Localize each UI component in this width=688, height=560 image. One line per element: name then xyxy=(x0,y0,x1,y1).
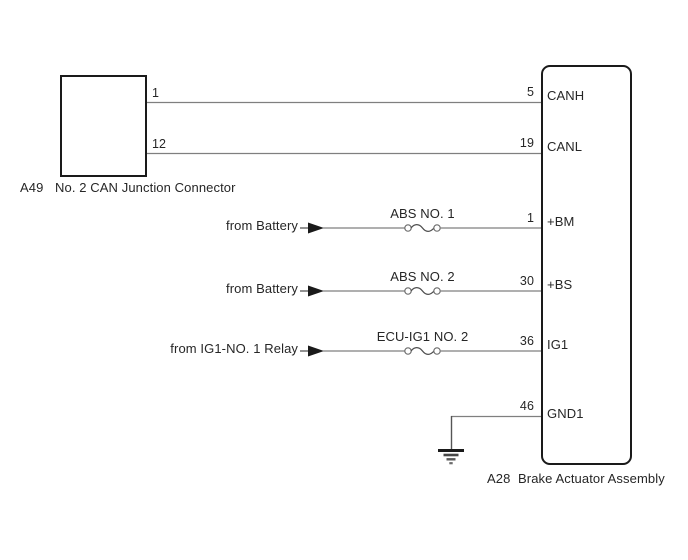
fuse-icon xyxy=(404,223,441,233)
a28-pin-number: 5 xyxy=(526,85,534,99)
right-arrow-icon xyxy=(308,345,324,357)
a28-name: Brake Actuator Assembly xyxy=(518,471,665,486)
bm-wire-group xyxy=(300,222,541,234)
a49-code: A49 xyxy=(20,180,44,195)
junction-connector-box xyxy=(60,75,147,177)
fuse-terminal-left xyxy=(404,224,412,232)
fuse-name-abs1: ABS NO. 1 xyxy=(390,206,455,221)
fuse-wave xyxy=(410,223,435,233)
actuator-connector-box xyxy=(541,65,632,465)
terminal-name-canh: CANH xyxy=(547,88,585,103)
a28-pin-number: 30 xyxy=(519,274,534,288)
a49-name: No. 2 CAN Junction Connector xyxy=(55,180,236,195)
source-label-battery-2: from Battery xyxy=(226,281,298,296)
a28-pin-number: 1 xyxy=(526,211,534,225)
fuse-name-abs2: ABS NO. 2 xyxy=(390,269,455,284)
a49-pin-number: 12 xyxy=(152,137,167,151)
terminal-name-bm: +BM xyxy=(547,214,575,229)
ig1-wire-group xyxy=(300,345,541,357)
fuse-terminal-right xyxy=(433,287,441,295)
fuse-wave xyxy=(410,286,435,296)
a28-pin-number: 46 xyxy=(519,399,534,413)
source-label-battery-1: from Battery xyxy=(226,218,298,233)
terminal-name-gnd1: GND1 xyxy=(547,406,584,421)
terminal-name-ig1: IG1 xyxy=(547,337,569,352)
fuse-terminal-right xyxy=(433,224,441,232)
fuse-icon xyxy=(404,286,441,296)
gnd-wire-group xyxy=(438,415,541,465)
fuse-wave xyxy=(410,346,435,356)
right-arrow-icon xyxy=(308,285,324,297)
source-label-ig1-relay: from IG1-NO. 1 Relay xyxy=(170,341,298,356)
bs-wire-group xyxy=(300,285,541,297)
fuse-name-ecuig1: ECU-IG1 NO. 2 xyxy=(376,329,469,344)
a28-pin-number: 36 xyxy=(519,334,534,348)
a28-code: A28 xyxy=(487,471,511,486)
terminal-name-bs: +BS xyxy=(547,277,573,292)
fuse-icon xyxy=(404,346,441,356)
a28-pin-number: 19 xyxy=(519,136,534,150)
a49-pin-number: 1 xyxy=(152,86,160,100)
ground-icon xyxy=(438,449,464,465)
fuse-terminal-left xyxy=(404,287,412,295)
right-arrow-icon xyxy=(308,222,324,234)
fuse-terminal-right xyxy=(433,347,441,355)
terminal-name-canl: CANL xyxy=(547,139,583,154)
fuse-terminal-left xyxy=(404,347,412,355)
